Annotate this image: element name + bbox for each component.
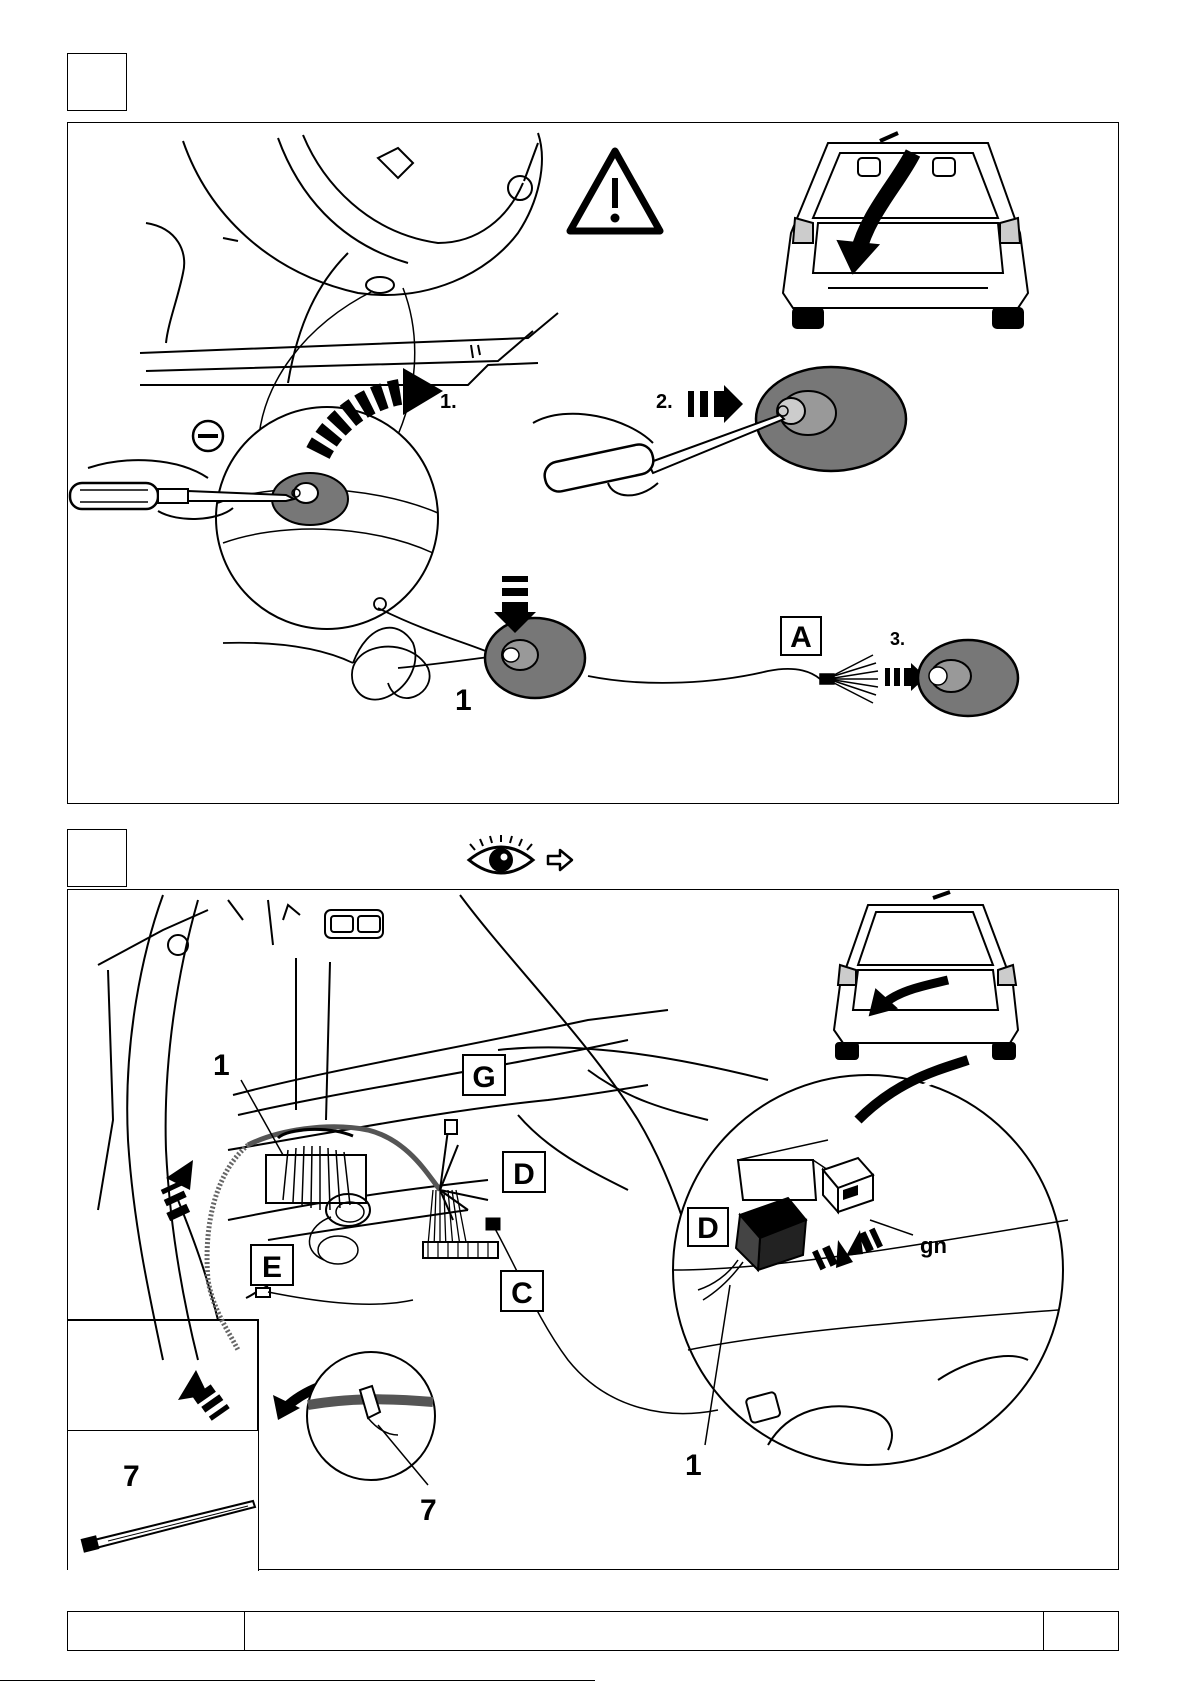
callout-D-zoom-text: D — [697, 1212, 719, 1245]
callout-D-zoom: D — [688, 1208, 728, 1246]
routing-arrow-up — [161, 1160, 193, 1221]
eye-icon — [469, 835, 533, 873]
callout-E: E — [251, 1245, 293, 1285]
grommet-step-3 — [918, 640, 1018, 716]
callout-E-text: E — [262, 1251, 282, 1284]
callout-D-main: D — [503, 1152, 545, 1192]
callout-G: G — [463, 1055, 505, 1095]
footer-cell-center — [244, 1612, 1044, 1650]
part-label-7: 7 — [420, 1494, 437, 1527]
footer-cell-right — [1043, 1612, 1118, 1650]
screwdriver-step-2 — [533, 414, 784, 496]
step-label-2: 2. — [656, 391, 673, 413]
grommet-installed — [485, 618, 585, 698]
push-arrow-step-2 — [688, 385, 743, 423]
part-label-1: 1 — [455, 684, 472, 717]
cable-tie-drawing: 7 — [68, 1431, 258, 1571]
car-rear-view — [783, 133, 1028, 328]
inset-label-7: 7 — [123, 1460, 140, 1493]
step-1-panel: 1. — [67, 122, 1119, 804]
footer-cell-left — [68, 1612, 245, 1650]
footer-table — [67, 1611, 1119, 1651]
wheel-arch-drawing — [140, 133, 558, 385]
step-label-3: 3. — [890, 629, 905, 649]
step-2-panel: G D C E 1 — [67, 889, 1119, 1570]
grommet-hole — [366, 277, 394, 293]
callout-G-text: G — [472, 1061, 495, 1094]
wire-color-label: gn — [920, 1233, 947, 1258]
step-number-box-1 — [67, 53, 127, 111]
callout-C-text: C — [511, 1277, 533, 1310]
wire-ends — [820, 655, 878, 703]
callout-A-text: A — [790, 621, 812, 654]
connector-zoom-circle — [673, 1060, 1068, 1465]
callout-C: C — [501, 1271, 543, 1311]
step-1-illustration: 1. — [68, 123, 1120, 805]
step-number-box-2 — [67, 829, 127, 887]
warning-triangle-icon — [570, 151, 660, 231]
zoom-detail-circle — [216, 407, 438, 629]
step-label-1: 1. — [440, 391, 457, 413]
arrow-right-outline-icon — [548, 850, 572, 870]
part-label-1: 1 — [213, 1049, 230, 1082]
callout-D-text: D — [513, 1158, 535, 1191]
car-rear-view-small — [834, 892, 1018, 1059]
cable-tie-zoom-circle — [307, 1352, 435, 1480]
flat-blade-symbol — [193, 421, 223, 451]
page-bottom-rule — [0, 1680, 595, 1681]
callout-A: A — [781, 617, 821, 655]
part-7-inset: 7 — [68, 1430, 259, 1571]
part-label-1-zoom: 1 — [685, 1449, 702, 1482]
routing-arrow-down — [178, 1370, 230, 1421]
